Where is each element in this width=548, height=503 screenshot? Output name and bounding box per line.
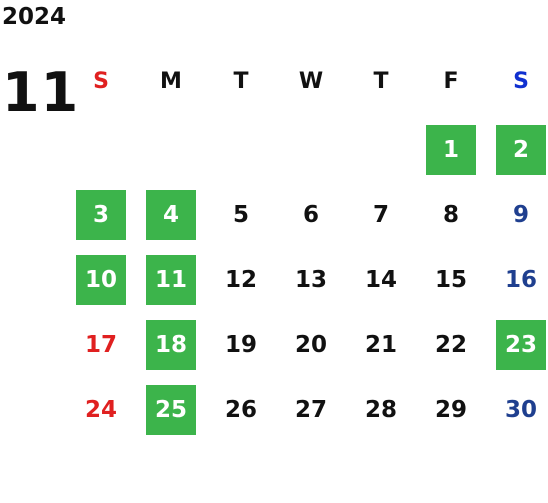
day-cell[interactable]: 30	[504, 397, 537, 423]
day-cell[interactable]: 15	[434, 267, 467, 293]
weekday-header: T	[233, 69, 249, 94]
highlighted-day-cell[interactable]: 25	[146, 385, 196, 435]
weekday-header: M	[160, 69, 182, 94]
day-cell[interactable]: 16	[504, 267, 537, 293]
highlighted-day-cell[interactable]: 2	[496, 125, 546, 175]
highlighted-day-cell[interactable]: 4	[146, 190, 196, 240]
weekday-header: S	[513, 69, 529, 94]
weekday-header: F	[443, 69, 459, 94]
year-label: 2024	[2, 4, 67, 30]
highlighted-day-cell[interactable]: 11	[146, 255, 196, 305]
day-cell[interactable]: 24	[84, 397, 117, 423]
day-cell[interactable]: 13	[294, 267, 327, 293]
day-cell[interactable]: 28	[364, 397, 397, 423]
day-cell[interactable]: 17	[84, 332, 117, 358]
day-cell[interactable]: 20	[294, 332, 327, 358]
weekday-header: W	[298, 69, 324, 94]
day-cell[interactable]: 12	[224, 267, 257, 293]
highlighted-day-cell[interactable]: 10	[76, 255, 126, 305]
day-cell[interactable]: 7	[372, 202, 389, 228]
day-cell[interactable]: 21	[364, 332, 397, 358]
day-cell[interactable]: 5	[232, 202, 249, 228]
day-cell[interactable]: 9	[512, 202, 529, 228]
highlighted-day-cell[interactable]: 18	[146, 320, 196, 370]
highlighted-day-cell[interactable]: 23	[496, 320, 546, 370]
day-cell[interactable]: 22	[434, 332, 467, 358]
highlighted-day-cell[interactable]: 3	[76, 190, 126, 240]
day-cell[interactable]: 19	[224, 332, 257, 358]
highlighted-day-cell[interactable]: 1	[426, 125, 476, 175]
weekday-header: S	[93, 69, 109, 94]
day-cell[interactable]: 6	[302, 202, 319, 228]
day-cell[interactable]: 29	[434, 397, 467, 423]
month-label: 11	[2, 61, 80, 124]
day-cell[interactable]: 8	[442, 202, 459, 228]
day-cell[interactable]: 27	[294, 397, 327, 423]
weekday-header: T	[373, 69, 389, 94]
day-cell[interactable]: 14	[364, 267, 397, 293]
day-cell[interactable]: 26	[224, 397, 257, 423]
